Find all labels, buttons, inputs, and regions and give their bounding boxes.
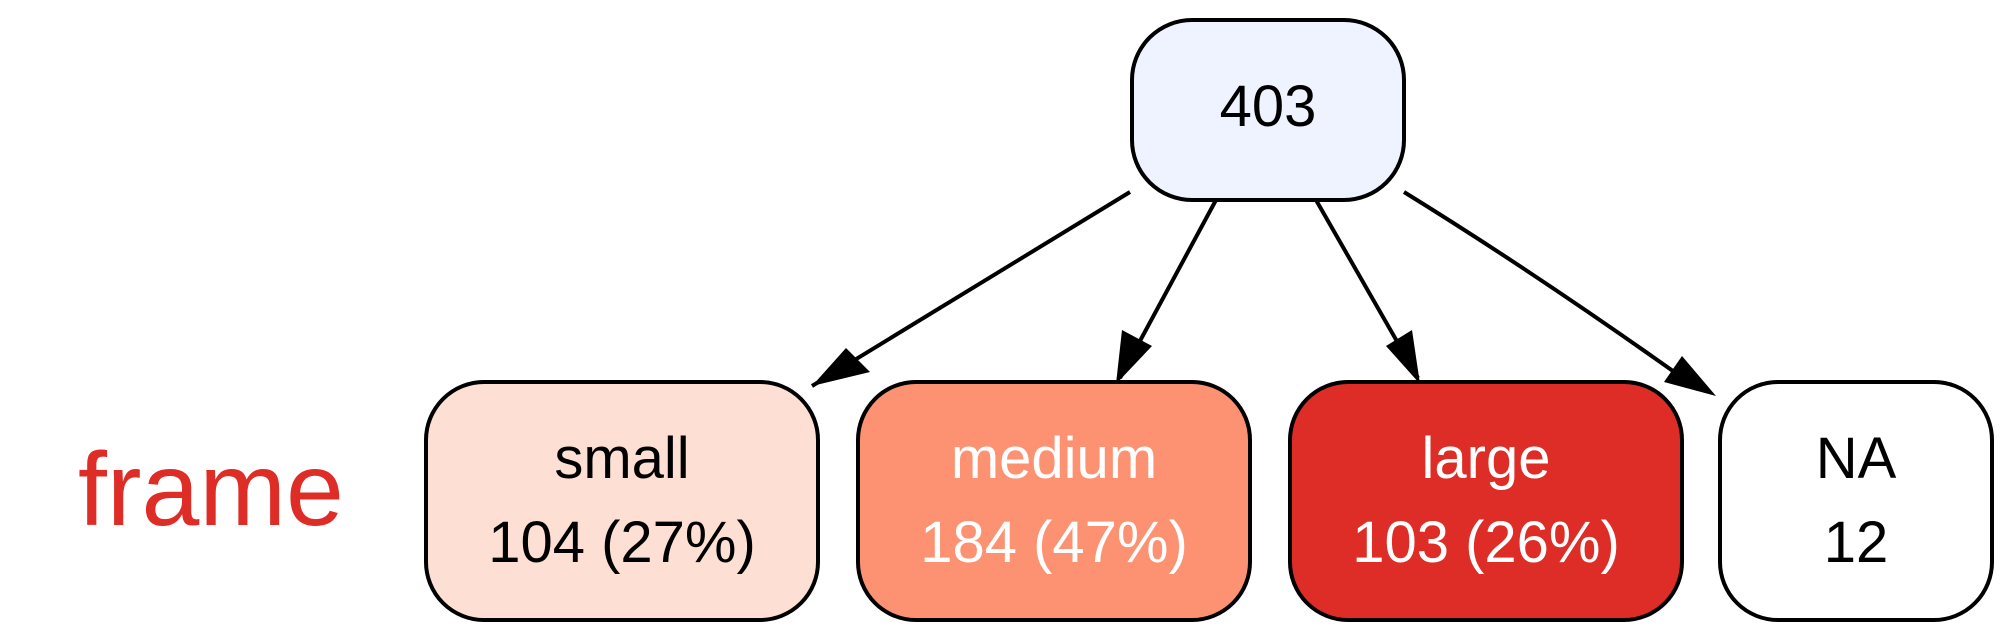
- root-label: 403: [1220, 74, 1317, 139]
- arrowhead-na: [1664, 356, 1716, 396]
- node-count-label: 184 (47%): [920, 510, 1188, 575]
- child-node-na: NA 12: [1718, 380, 1994, 622]
- child-node-large: large 103 (26%): [1288, 380, 1684, 622]
- node-category-label: large: [1422, 426, 1551, 491]
- node-count-label: 104 (27%): [488, 510, 756, 575]
- arrowhead-large: [1386, 330, 1420, 384]
- arrowhead-small: [812, 348, 870, 386]
- frame-label: frame: [78, 432, 344, 548]
- arrowhead-medium: [1116, 330, 1152, 384]
- node-category-label: medium: [951, 426, 1157, 491]
- child-node-small: small 104 (27%): [424, 380, 820, 622]
- node-count-label: 12: [1824, 510, 1889, 575]
- edge-root-na: [1402, 190, 1696, 388]
- node-category-label: small: [554, 426, 689, 491]
- node-count-label: 103 (26%): [1352, 510, 1620, 575]
- child-node-medium: medium 184 (47%): [856, 380, 1252, 622]
- edge-root-small: [810, 190, 1132, 388]
- root-node: 403: [1130, 18, 1406, 202]
- edges: [810, 190, 1716, 396]
- node-category-label: NA: [1816, 426, 1897, 491]
